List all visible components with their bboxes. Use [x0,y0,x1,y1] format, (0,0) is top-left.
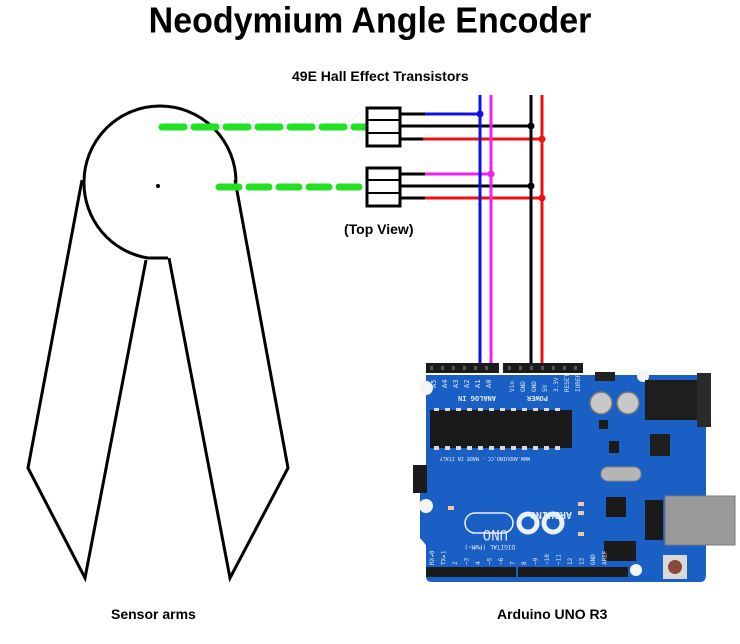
icsp-header [413,465,427,493]
digital-header-high [518,567,628,577]
digital-pin-label-13: 13 [579,557,586,565]
magnet-beams [158,123,380,191]
analog-pin-label-3: A2 [463,380,471,388]
digital-header-low [426,567,516,577]
power-pin-label-3: 5V [542,384,549,392]
mounting-hole [419,381,433,395]
hall-sensor-2 [365,166,402,208]
digital-pin-label-1: TX▸1 [441,550,448,565]
magnet-disk-outline [82,104,238,260]
digital-pin-label-11: ~11 [556,554,563,565]
hall-sensor-1 [365,106,402,148]
digital-pin-label-0: RX◂0 [429,550,436,565]
power-pin-labels: Vin GND GND 5V 3.3V RESET IOREF [509,374,582,392]
power-pin-label-1: GND [520,381,527,392]
digital-pin-label-7: 7 [510,561,517,565]
uno-badge [464,512,514,534]
right-arm [167,179,290,583]
digital-pin-label-15: AREF [602,550,609,565]
brand-silk: ARDUINO [530,509,572,520]
analog-pin-label-5: A0 [485,380,493,388]
power-pin-label-0: Vin [509,381,516,392]
mounting-hole [630,564,642,576]
power-pin-label-5: RESET [564,374,571,392]
digital-pin-label-2: 2 [452,561,459,565]
digital-pin-label-9: ~9 [533,557,540,565]
digital-pin-label-14: GND [590,554,597,565]
crystal-oscillator [600,466,642,482]
digital-pin-label-4: 4 [475,561,482,565]
diagram-title: Neodymium Angle Encoder [148,1,592,41]
capacitor [616,391,640,415]
arduino-board: ARDUINO UNO ANALOG IN POWER DIGITAL (PWM… [413,363,736,582]
digital-pin-label-6: ~6 [498,557,505,565]
power-pin-label-2: GND [531,381,538,392]
atmega-chip [430,410,572,448]
status-leds [448,502,584,536]
digital-pin-label-12: 12 [567,557,574,565]
left-arm [26,179,148,583]
mounting-hole [637,370,649,382]
hall-sensors-label: 49E Hall Effect Transistors [292,68,469,84]
pivot-point-icon [156,184,160,188]
arduino-label: Arduino UNO R3 [497,606,608,622]
top-view-label: (Top View) [344,221,414,237]
sensor-arms-label: Sensor arms [111,606,196,622]
made-in-silk: WWW.ARDUINO.CC - MADE IN ITALY [440,455,530,461]
usb-b-port [664,495,736,546]
analog-silk: ANALOG IN [458,394,496,402]
sensor-arms [26,104,290,583]
digital-pin-label-8: 8 [521,561,528,565]
digital-pin-label-5: ~5 [487,557,494,565]
analog-pin-label-1: A4 [441,380,449,388]
dc-power-jack [645,380,705,420]
digital-silk: DIGITAL (PWM~) [464,543,515,550]
analog-power-header [426,363,499,373]
analog-pin-label-2: A3 [452,380,460,388]
wires [400,95,546,368]
digital-pin-label-3: ~3 [464,557,471,565]
arduino-logo-icon [516,511,565,535]
analog-pin-label-0: A5 [430,380,438,388]
chip-pins [434,408,560,450]
power-silk: POWER [526,394,548,402]
digital-pin-label-10: ~10 [544,554,551,565]
mounting-hole [419,499,433,513]
power-pin-label-4: 3.3V [553,377,560,392]
analog-pin-label-4: A1 [474,380,482,388]
model-silk: UNO [483,526,508,542]
power-pin-label-6: IOREF [575,374,582,392]
capacitor [589,391,613,415]
